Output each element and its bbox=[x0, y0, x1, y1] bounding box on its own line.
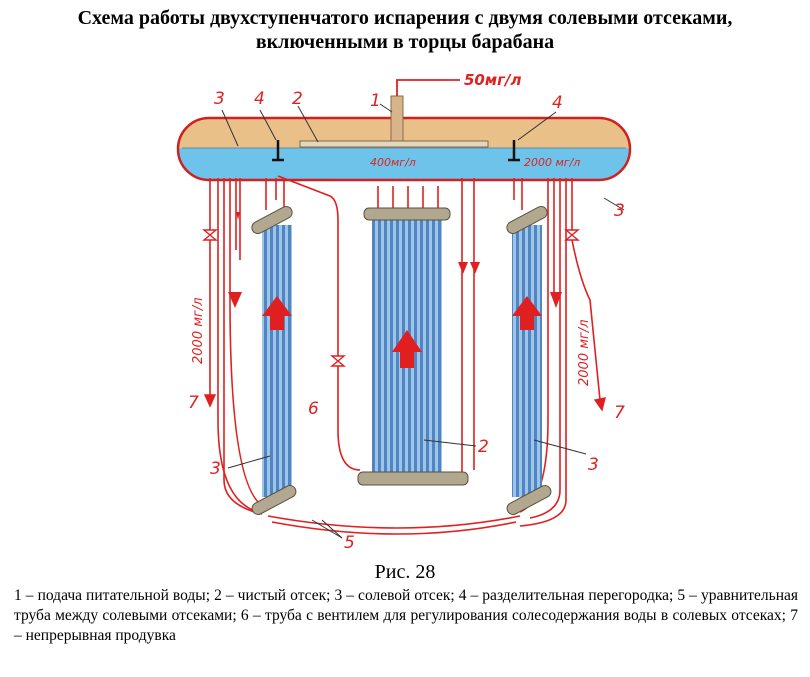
valve-icon bbox=[202, 229, 580, 367]
right-upper-header bbox=[506, 205, 548, 235]
label-2-top: 2 bbox=[292, 89, 303, 109]
label-3-left: 3 bbox=[210, 459, 221, 479]
label-6: 6 bbox=[308, 399, 319, 419]
left-lower-header bbox=[251, 485, 297, 515]
title-line-1: Схема работы двухступенчатого испарения … bbox=[77, 7, 733, 29]
left-upper-header bbox=[251, 205, 293, 235]
salt-concentration-label: 2000 мг/л bbox=[524, 156, 580, 169]
figure-caption: Рис. 28 bbox=[374, 561, 436, 583]
label-3-right: 3 bbox=[588, 455, 599, 475]
left-tube-bundle bbox=[262, 225, 292, 497]
right-lower-header bbox=[506, 485, 552, 515]
label-3-top-left: 3 bbox=[214, 89, 225, 109]
label-7-right: 7 bbox=[614, 403, 625, 423]
diagram-title: Схема работы двухступенчатого испарения … bbox=[0, 6, 810, 54]
feed-concentration-label: 50мг/л bbox=[464, 71, 521, 89]
figure-legend: 1 – подача питательной воды; 2 – чистый … bbox=[14, 587, 798, 644]
partition-right bbox=[508, 140, 520, 162]
blowdown-arrows bbox=[203, 394, 606, 412]
blowdown-left-concentration: 2000 мг/л bbox=[191, 297, 206, 364]
central-lower-header bbox=[357, 471, 469, 486]
left-flow-arrow bbox=[262, 296, 292, 330]
feed-pipe bbox=[390, 95, 404, 145]
right-salt-section bbox=[506, 205, 552, 515]
leader-lines bbox=[221, 103, 625, 539]
right-flow-arrow bbox=[512, 296, 542, 330]
left-salt-section bbox=[251, 205, 297, 515]
pipe-network bbox=[209, 175, 601, 535]
central-clean-section bbox=[357, 207, 469, 486]
partition-left bbox=[272, 140, 284, 162]
label-7-left: 7 bbox=[188, 393, 199, 413]
label-4-left: 4 bbox=[254, 89, 265, 109]
part-labels: 1 2 3 4 4 3 2 3 3 5 6 7 7 bbox=[188, 89, 625, 553]
title-line-2: включенными в торцы барабана bbox=[255, 31, 555, 53]
label-2-center: 2 bbox=[478, 437, 489, 457]
clean-concentration-label: 400мг/л bbox=[370, 156, 416, 169]
distribution-pipe bbox=[299, 140, 489, 148]
blowdown-right-concentration: 2000 мг/л bbox=[577, 319, 592, 386]
label-1: 1 bbox=[370, 91, 381, 111]
central-upper-header bbox=[363, 207, 451, 221]
label-4-right: 4 bbox=[552, 93, 563, 113]
downcomer-arrows bbox=[228, 212, 562, 308]
drum: 400мг/л 2000 мг/л bbox=[176, 95, 632, 182]
feed-water-annotation: 50мг/л bbox=[396, 71, 521, 96]
water-space bbox=[178, 148, 630, 180]
right-tube-bundle bbox=[512, 225, 542, 497]
drum-evaporation-diagram: 400мг/л 2000 мг/л 50мг/л bbox=[176, 71, 632, 553]
drum-shell bbox=[176, 116, 632, 182]
label-3-right-drum: 3 bbox=[614, 201, 625, 221]
central-flow-arrow bbox=[392, 330, 422, 368]
label-5: 5 bbox=[344, 533, 355, 553]
